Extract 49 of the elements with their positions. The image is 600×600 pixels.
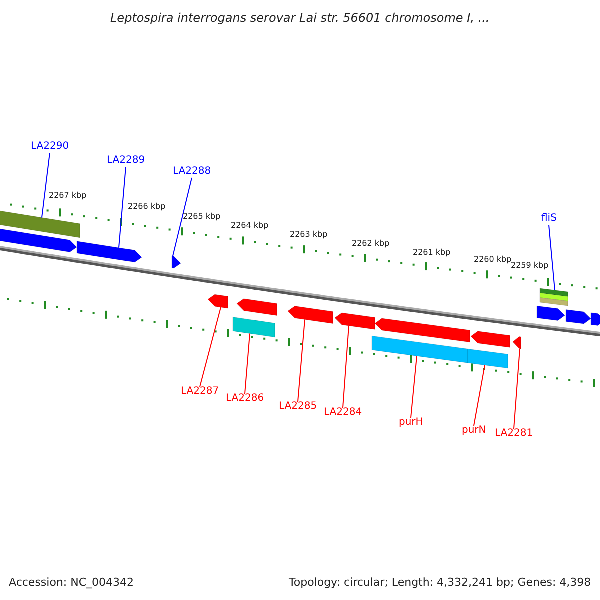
gene-label: purH <box>399 418 424 428</box>
scale-label: 2262 kbp <box>352 240 390 248</box>
gene-feature <box>288 306 334 324</box>
genome-summary: Topology: circular; Length: 4,332,241 bp; Genes: 4,398 <box>289 576 592 588</box>
gene-label: LA2285 <box>279 402 318 412</box>
title: Leptospira interrogans serovar Lai str. 56601 chromosome I, ... <box>110 12 490 24</box>
gene-bar <box>0 210 80 238</box>
gene-feature <box>470 331 510 348</box>
scale-label: 2261 kbp <box>413 249 451 257</box>
gene-feature <box>236 298 278 316</box>
gene-feature <box>208 294 228 309</box>
leader-line <box>410 356 418 418</box>
gene-label: LA2281 <box>495 429 534 439</box>
leader-line <box>244 333 250 394</box>
scale-label: 2265 kbp <box>183 213 221 221</box>
leader-line <box>548 224 556 291</box>
gene-label: purN <box>462 426 486 436</box>
scale-label: 2264 kbp <box>231 222 269 230</box>
scale-label: 2266 kbp <box>128 203 166 211</box>
scale-label: 2259 kbp <box>511 262 549 270</box>
gene-label: LA2290 <box>31 142 70 152</box>
gene-feature <box>172 256 182 269</box>
gene-label: LA2289 <box>107 156 146 166</box>
gene-feature <box>512 336 522 350</box>
gene-bar <box>540 288 568 306</box>
accession-note: Accession: NC_004342 <box>9 576 134 588</box>
gene-feature <box>76 241 142 263</box>
gene-feature <box>374 318 470 343</box>
gene-bar <box>232 316 276 338</box>
gene-label: LA2288 <box>173 167 212 177</box>
leader-line <box>514 348 520 430</box>
leader-line <box>298 319 306 402</box>
scale-label: 2260 kbp <box>474 256 512 264</box>
leader-line <box>200 306 222 388</box>
leader-line <box>172 178 192 257</box>
gene-bar <box>468 348 508 369</box>
gene-label: LA2286 <box>226 394 264 404</box>
leader-line <box>118 166 126 248</box>
gene-feature <box>334 312 376 330</box>
leader-line <box>474 364 486 426</box>
scale-label: 2267 kbp <box>49 192 87 200</box>
gene-label: LA2284 <box>324 408 362 418</box>
leader-line <box>42 152 50 218</box>
gene-feature <box>536 306 566 322</box>
leader-line <box>342 325 350 408</box>
scale-label: 2263 kbp <box>290 231 328 239</box>
gene-label: LA2287 <box>181 387 220 397</box>
gene-label: fliS <box>542 214 557 224</box>
gene-feature <box>0 228 78 253</box>
